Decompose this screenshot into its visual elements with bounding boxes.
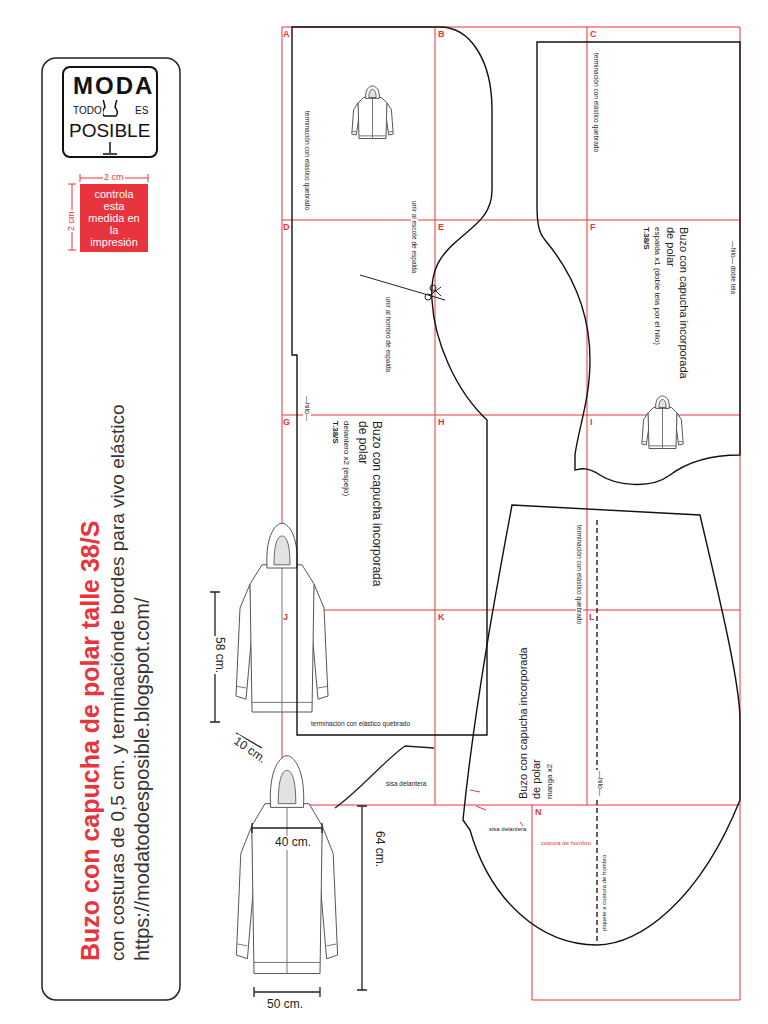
print-check-note: controla esta medida en la impresión [85,188,143,248]
piece-title: Buzo con capucha incorporada de polar [664,226,690,393]
sewing-note: unir al escote de espalda [411,200,418,274]
grid-letter: A [283,30,290,39]
drawing-part [103,97,118,116]
piece-size: T.38/S [642,226,651,251]
subtitle: con costuras de 0,5 cm. y terminaciónde … [107,403,129,962]
logo-text: POSIBLE [68,120,151,142]
drawing-part [254,987,320,997]
logo-text: TODO [72,105,103,117]
grid-letter: E [438,223,444,232]
sheet-title: Buzo con capucha de polar talle 38/S [76,520,105,962]
piece-cut-count: espalda x1 (doble tela por el hilo) [653,226,662,346]
notch-note: piquete a costura de hombro [601,854,608,932]
piece-outline [535,28,742,492]
front-pattern-piece: terminación con elástico quebrado unir al… [288,27,494,737]
dimension-label: 50 cm. [266,998,304,1012]
title-panel [42,58,180,1000]
cut-line [463,505,740,945]
logo-box: MODA TODO ES POSIBLE [62,66,158,158]
piece-size: T.38/S [331,420,340,445]
drawing-part [282,27,740,1000]
grainline-label: —hilo— [303,395,311,422]
drawing-part [103,142,117,154]
edge-note: terminación con elástico quebrado [304,110,311,211]
dimension-lines [210,592,367,997]
back-pattern-piece: terminación con elástico quebradoBuzo co… [535,28,742,492]
piece-title: Buzo con capucha incorporada de polar [356,420,384,602]
web-address: https://modatodoesposible.blogspot.com/ [131,596,154,962]
piece-cut-count: delantero x2 (espejo) [342,420,351,497]
edge-note: terminación con elástico quebrado [576,524,583,625]
dimension-label: 64 cm. [372,830,386,868]
print-check-box: controla esta medida en la impresión [80,184,148,252]
hoodie-front-view [236,756,337,974]
dimension-label: 40 cm. [274,836,312,850]
grid-letter: N [535,808,542,817]
logo-text: ES [134,105,149,117]
grid-letter: D [283,223,290,232]
scale-dimension: 2 cm [103,172,125,182]
piece-cut-count: manga x2 [545,763,554,800]
seam-note: sisa delantera [488,826,527,833]
logo-text: MODA [72,72,155,100]
cut-line [537,42,740,484]
hoodie-icon [642,396,683,449]
grid-letter: G [283,418,290,427]
grid-letter: J [283,613,288,622]
sleeve-pattern-piece: terminación con elástico quebradoBuzo co… [461,503,742,947]
print-grid [282,27,740,1000]
edge-note: terminación con elástico quebrado [310,720,411,727]
grid-letter: B [438,30,445,39]
grid-letter: C [590,30,597,39]
grainline [596,520,597,942]
grid-letter: H [438,418,445,427]
cut-line [292,27,492,735]
seam-note: sisa delantera [385,780,427,787]
drawing-part [357,806,367,990]
grid-letter: I [590,418,593,427]
piece-title: Buzo con capucha incorporada de polar [517,633,543,800]
grid-letter: F [590,223,596,232]
hoodie-side-view [236,523,328,712]
grainline-label: —hilo— [596,770,604,797]
seam-note: costura de hombro [540,840,592,847]
hoodie-icon [352,86,393,139]
piece-outline [288,27,494,737]
drawing-part [282,27,740,1000]
edge-note: terminación con elástico quebrado [593,52,600,153]
grainline-label: —hilo— doble tela [730,240,737,295]
scale-dimension: 2 cm [66,210,76,232]
grid-letter: K [438,613,445,622]
dimension-label: 58 cm. [212,636,226,674]
grid-letter: L [589,613,595,622]
sewing-note: unir al hombro de espalda [385,296,392,373]
hoodie-illustrations [236,86,683,974]
armhole-curve [335,746,434,808]
dimension-label: 10 cm. [230,734,269,767]
drawing-part [252,823,322,833]
